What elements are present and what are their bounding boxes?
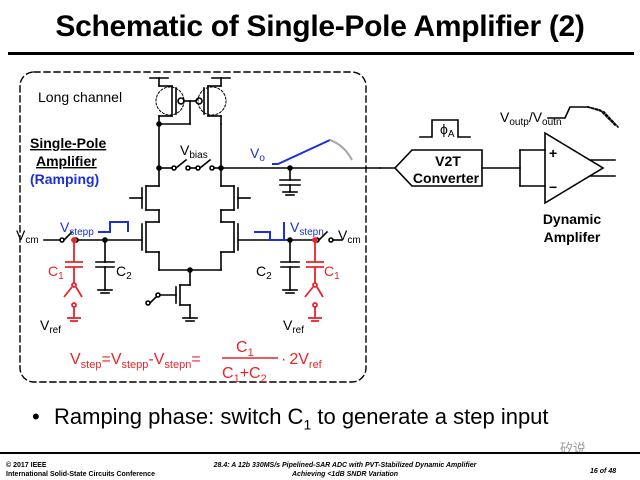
vstepn-label: Vstepn: [290, 219, 324, 238]
svg-text:C1: C1: [236, 339, 254, 359]
svg-text:Vstep=Vstepp-Vstepn=: Vstep=Vstepp-Vstepn=: [70, 351, 201, 371]
title-divider: [8, 52, 634, 55]
vbias-label: Vbias: [180, 142, 208, 161]
bullet-point: •Ramping phase: switch C1 to generate a …: [32, 404, 549, 433]
c1-branch-right: [304, 237, 324, 322]
vout-label: Voutp/Voutn: [500, 109, 562, 128]
footer-divider: [0, 452, 640, 454]
pmos-load-right: [195, 85, 227, 125]
footer-paper-title: 28.4: A 12b 330MS/s Pipelined-SAR ADC wi…: [213, 462, 477, 478]
footer-copyright: © 2017 IEEE International Solid-State Ci…: [6, 462, 155, 478]
vcm-left-label: Vcm: [16, 227, 39, 246]
svg-text:·2Vref: ·2Vref: [281, 351, 323, 371]
footer-page-number: 16 of 48: [590, 468, 617, 475]
vstepp-label: Vstepp: [60, 219, 94, 238]
vstepn-waveform: [254, 222, 285, 241]
vo-ramp-waveform: [272, 139, 331, 165]
c2-right-label: C2: [256, 263, 272, 282]
amplifier-dashed-boundary: [19, 71, 367, 383]
vo-label: Vo: [250, 145, 265, 164]
block-label-single-pole: Single-Pole: [30, 135, 106, 151]
v2t-label-line2: Converter: [413, 170, 480, 186]
svg-text:C1+C2: C1+C2: [222, 365, 267, 385]
vref-left-label: Vref: [40, 317, 61, 336]
watermark: 矽说: [560, 441, 587, 456]
dynamic-amplifier-triangle: [544, 131, 605, 205]
phi-a-label: ϕA: [440, 121, 455, 140]
c1-left-label: C1: [48, 263, 64, 282]
block-label-amplifier: Amplifier: [36, 153, 97, 169]
c1-right-label: C1: [324, 263, 340, 282]
v2t-label-line1: V2T: [435, 153, 461, 169]
long-channel-label: Long channel: [38, 89, 122, 105]
step-equation: Vstep=Vstepp-Vstepn= C1 C1+C2 ·2Vref: [70, 339, 323, 385]
dynamic-amp-label-1: Dynamic: [543, 211, 602, 227]
amp-minus-sign: −: [549, 179, 557, 195]
bullet-dot-icon: •: [32, 404, 40, 429]
pmos-load-left: [155, 85, 185, 125]
c1-branch-left: [63, 237, 83, 322]
phi-a-clock-pulse: [419, 119, 471, 138]
slide-title: Schematic of Single-Pole Amplifier (2): [55, 10, 585, 43]
vref-right-label: Vref: [283, 317, 304, 336]
amplifier-schematic: Long channel Single-Pole Amplifier (Ramp…: [16, 71, 620, 385]
c2-left-label: C2: [116, 263, 132, 282]
dynamic-amp-label-2: Amplifer: [544, 229, 601, 245]
vstepp-waveform: [98, 221, 129, 233]
amp-plus-sign: +: [549, 145, 557, 161]
block-label-ramping: (Ramping): [30, 171, 99, 187]
vcm-right-label: Vcm: [338, 227, 361, 246]
